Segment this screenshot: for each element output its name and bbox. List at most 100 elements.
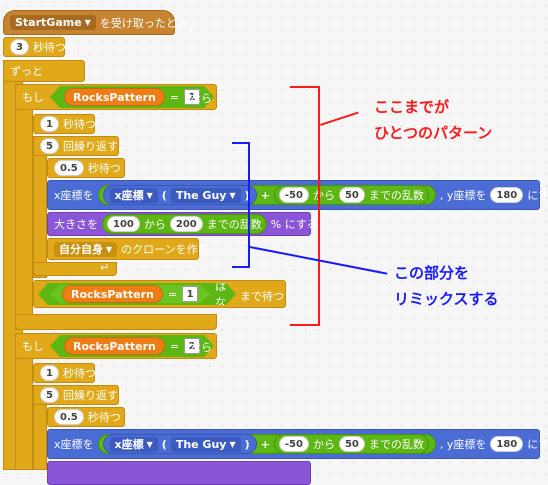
if2-wait-block[interactable]: 1 秒待つ bbox=[33, 363, 96, 383]
if1-goto-xy-block[interactable]: x座標を x座標▼ ( The Guy▼ ) + -50 から 50 までの乱数… bbox=[47, 180, 548, 210]
chevron-down-icon: ▼ bbox=[146, 439, 153, 449]
if2-repeat-block[interactable]: 5 回繰り返す bbox=[33, 385, 119, 405]
sensing-block[interactable]: x座標▼ ( The Guy▼ ) bbox=[102, 185, 257, 205]
if1-wait-block[interactable]: 1 秒待つ bbox=[33, 114, 96, 134]
annotation-red-line1: ここまでが bbox=[374, 98, 450, 116]
if1-create-clone-block[interactable]: 自分自身▼ のクローンを作る bbox=[47, 238, 209, 260]
goto-x-label: x座標を bbox=[54, 189, 94, 202]
if2-repeat-input[interactable]: 5 bbox=[40, 387, 59, 403]
hat-label: を受け取ったとき bbox=[99, 16, 188, 30]
if2-rocks-pattern-variable[interactable]: RocksPattern bbox=[64, 337, 165, 355]
size-mid-label: から bbox=[143, 218, 166, 231]
wait-until-value-input[interactable]: 1 bbox=[182, 286, 198, 302]
if-label: もし bbox=[22, 91, 44, 104]
if2-sensing-property-dropdown[interactable]: x座標▼ bbox=[109, 436, 158, 452]
if1-repeat-block[interactable]: 5 回繰り返す bbox=[33, 136, 119, 156]
red-bracket bbox=[290, 86, 320, 326]
if1-arm bbox=[15, 84, 33, 330]
red-connector bbox=[320, 111, 359, 126]
wait-label: 秒待つ bbox=[32, 41, 66, 54]
if2-condition[interactable]: RocksPattern = 2 bbox=[50, 335, 214, 357]
equals-condition[interactable]: RocksPattern = 1 bbox=[50, 285, 210, 303]
chevron-down-icon: ▼ bbox=[146, 190, 153, 200]
wait-seconds-input[interactable]: 3 bbox=[10, 39, 29, 55]
chevron-down-icon: ▼ bbox=[229, 190, 236, 200]
goto-y-label: , y座標を bbox=[439, 189, 487, 202]
if1-wait-label: 秒待つ bbox=[62, 118, 96, 131]
if2-paren-close: ) bbox=[244, 437, 250, 451]
if2-set-size-block-partial[interactable] bbox=[47, 461, 311, 485]
blue-bracket bbox=[232, 142, 250, 268]
random-operator[interactable]: -50 から 50 までの乱数 bbox=[273, 185, 429, 205]
if2-goto-suffix: にする bbox=[527, 438, 548, 451]
message-dropdown[interactable]: StartGame▼ bbox=[10, 15, 96, 30]
loop-arrow-icon: ↵ bbox=[100, 261, 110, 274]
sensing-property: x座標 bbox=[114, 189, 144, 202]
size-label: 大きさを bbox=[54, 218, 98, 231]
if2-random-operator[interactable]: -50 から 50 までの乱数 bbox=[273, 434, 429, 454]
wait-until-equals: = bbox=[167, 287, 178, 301]
wait-until-suffix: まで待つ bbox=[240, 290, 284, 303]
size-random-operator[interactable]: 100 から 200 までの乱数 bbox=[102, 214, 267, 234]
if1-inner-wait-input[interactable]: 0.5 bbox=[54, 160, 84, 176]
if2-paren-open: ( bbox=[161, 437, 167, 451]
wait-until-variable[interactable]: RocksPattern bbox=[62, 285, 163, 303]
not-operator[interactable]: RocksPattern = 1 ではない bbox=[38, 283, 236, 305]
chevron-down-icon: ▼ bbox=[106, 244, 113, 254]
if2-random-end-label: までの乱数 bbox=[368, 438, 424, 451]
paren-open: ( bbox=[161, 188, 167, 202]
annotation-blue-line2: リミックスする bbox=[394, 290, 499, 308]
size-to-input[interactable]: 200 bbox=[169, 216, 203, 232]
wait-block[interactable]: 3 秒待つ bbox=[3, 37, 66, 57]
if2-goto-x-label: x座標を bbox=[54, 438, 94, 451]
sensing-property-dropdown[interactable]: x座標▼ bbox=[109, 187, 158, 203]
if1-bottom bbox=[15, 314, 217, 330]
if2-goto-xy-block[interactable]: x座標を x座標▼ ( The Guy▼ ) + -50 から 50 までの乱数… bbox=[47, 429, 548, 459]
if2-plus-operator: + bbox=[260, 437, 270, 451]
chevron-down-icon: ▼ bbox=[84, 18, 91, 27]
if2-random-from-input[interactable]: -50 bbox=[278, 436, 309, 452]
if1-inner-wait-block[interactable]: 0.5 秒待つ bbox=[47, 158, 125, 178]
if2-inner-wait-label: 秒待つ bbox=[87, 411, 121, 424]
clone-label: のクローンを作る bbox=[121, 243, 209, 256]
repeat1-bottom bbox=[33, 262, 117, 276]
if1-wait-input[interactable]: 1 bbox=[40, 116, 59, 132]
if2-label: もし bbox=[22, 340, 44, 353]
if2-inner-wait-block[interactable]: 0.5 秒待つ bbox=[47, 407, 125, 427]
clone-target-dropdown[interactable]: 自分自身▼ bbox=[54, 241, 118, 257]
if2-equals-operator: = bbox=[169, 339, 180, 353]
rocks-pattern-variable[interactable]: RocksPattern bbox=[64, 88, 165, 106]
if2-add-operator[interactable]: x座標▼ ( The Guy▼ ) + -50 から 50 までの乱数 bbox=[97, 434, 436, 454]
if1-condition[interactable]: RocksPattern = 1 bbox=[50, 86, 214, 108]
if2-then-label: なら bbox=[190, 341, 212, 354]
random-to-input[interactable]: 50 bbox=[338, 187, 365, 203]
if2-random-mid-label: から bbox=[312, 438, 335, 451]
forever-block[interactable]: ずっと bbox=[3, 60, 85, 82]
forever-label: ずっと bbox=[10, 65, 43, 78]
if1-set-size-block[interactable]: 大きさを 100 から 200 までの乱数 % にする bbox=[47, 212, 318, 236]
if2-sensing-target: The Guy bbox=[175, 437, 227, 451]
if2-sensing-block[interactable]: x座標▼ ( The Guy▼ ) bbox=[102, 434, 257, 454]
if1-value-input[interactable]: 1 bbox=[184, 89, 200, 105]
if2-value-input[interactable]: 2 bbox=[184, 338, 200, 354]
if1-repeat-input[interactable]: 5 bbox=[40, 138, 59, 154]
sensing-target-dropdown[interactable]: The Guy▼ bbox=[170, 187, 241, 203]
size-from-input[interactable]: 100 bbox=[107, 216, 140, 232]
if2-sensing-target-dropdown[interactable]: The Guy▼ bbox=[170, 436, 241, 452]
sensing-target: The Guy bbox=[175, 188, 227, 202]
goto-y-input[interactable]: 180 bbox=[490, 187, 524, 203]
if1-inner-wait-label: 秒待つ bbox=[87, 162, 121, 175]
if2-wait-input[interactable]: 1 bbox=[40, 365, 59, 381]
random-from-input[interactable]: -50 bbox=[278, 187, 309, 203]
if2-inner-wait-input[interactable]: 0.5 bbox=[54, 409, 84, 425]
if2-random-to-input[interactable]: 50 bbox=[338, 436, 365, 452]
if1-repeat-label: 回繰り返す bbox=[62, 140, 118, 153]
if2-goto-y-input[interactable]: 180 bbox=[490, 436, 524, 452]
when-receive-hat[interactable]: StartGame▼ を受け取ったとき bbox=[3, 10, 188, 35]
add-operator[interactable]: x座標▼ ( The Guy▼ ) + -50 から 50 までの乱数 bbox=[97, 185, 436, 205]
goto-suffix: にする bbox=[527, 189, 548, 202]
paren-close: ) bbox=[244, 188, 250, 202]
clone-target: 自分自身 bbox=[59, 243, 103, 256]
annotation-red-line2: ひとつのパターン bbox=[374, 124, 493, 142]
if2-goto-y-label: , y座標を bbox=[439, 438, 487, 451]
